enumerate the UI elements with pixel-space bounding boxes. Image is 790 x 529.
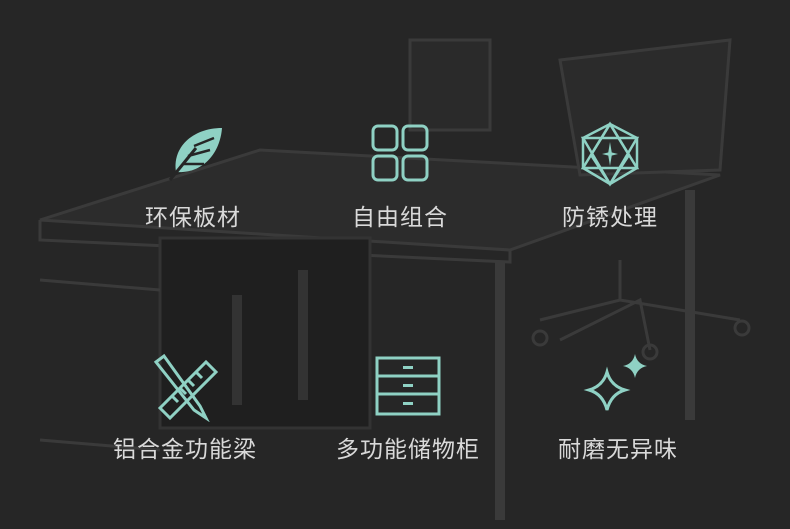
gem-icon (580, 121, 640, 187)
feature-wear-resistant: 耐磨无异味 (518, 352, 718, 464)
feature-label: 多功能储物柜 (336, 437, 480, 463)
feature-storage-cabinet: 多功能储物柜 (308, 352, 508, 464)
feature-label: 防锈处理 (562, 205, 658, 231)
leaf-icon (168, 128, 222, 181)
feature-anti-rust: 防锈处理 (510, 120, 710, 232)
ruler-pencil-icon (153, 353, 219, 422)
feature-free-combination: 自由组合 (300, 120, 500, 232)
feature-label: 自由组合 (352, 205, 448, 231)
feature-label: 环保板材 (145, 205, 241, 231)
feature-eco-board: 环保板材 (93, 120, 293, 232)
feature-label: 耐磨无异味 (558, 437, 678, 463)
drawer-icon (375, 356, 441, 416)
grid-icon (371, 124, 429, 182)
feature-label: 铝合金功能梁 (113, 437, 257, 463)
sparkle-icon (583, 354, 647, 411)
feature-aluminum-beam: 铝合金功能梁 (85, 352, 285, 464)
